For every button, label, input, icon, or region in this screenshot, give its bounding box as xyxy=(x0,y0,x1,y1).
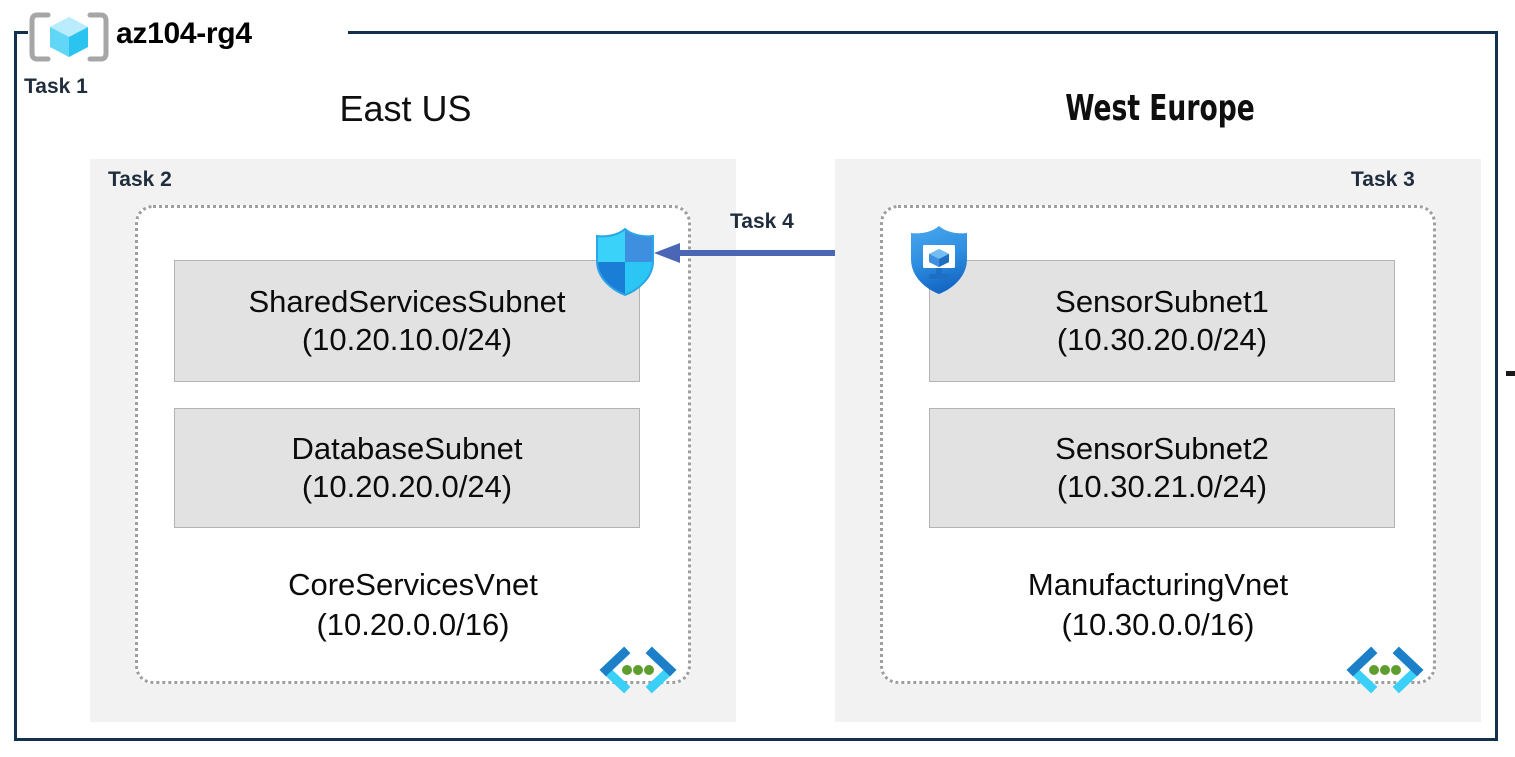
subnet-cidr: (10.20.10.0/24) xyxy=(301,322,513,357)
azure-firewall-shield-icon xyxy=(594,227,656,301)
task-1-label: Task 1 xyxy=(24,75,88,98)
resource-group-cube-icon xyxy=(28,12,110,62)
vnet-name: ManufacturingVnet xyxy=(1027,567,1289,602)
subnet-cidr: (10.30.20.0/24) xyxy=(1056,322,1268,357)
resource-group-frame xyxy=(14,31,1498,741)
task-3-label: Task 3 xyxy=(1351,168,1415,191)
vnet-label-coreservicesvnet: CoreServicesVnet (10.20.0.0/16) xyxy=(135,565,691,644)
subnet-cidr: (10.30.21.0/24) xyxy=(1056,469,1268,504)
subnet-database[interactable]: DatabaseSubnet (10.20.20.0/24) xyxy=(174,408,640,528)
subnet-name: SensorSubnet2 xyxy=(1055,430,1269,466)
region-title-west-europe: West Europe xyxy=(1065,88,1255,129)
virtual-network-icon xyxy=(598,646,678,699)
task-2-label: Task 2 xyxy=(108,168,172,191)
vnet-name: CoreServicesVnet xyxy=(288,567,538,602)
subnet-name: SensorSubnet1 xyxy=(1055,283,1269,319)
vnet-label-manufacturingvnet: ManufacturingVnet (10.30.0.0/16) xyxy=(880,565,1436,644)
subnet-sensor-2[interactable]: SensorSubnet2 (10.30.21.0/24) xyxy=(929,408,1395,528)
subnet-name: DatabaseSubnet xyxy=(291,430,523,466)
azure-bastion-shield-icon xyxy=(908,224,970,301)
edge-artifact-mark xyxy=(1506,371,1515,376)
task-4-label: Task 4 xyxy=(730,210,794,233)
resource-group-title: az104-rg4 xyxy=(116,17,252,50)
region-title-east-us: East US xyxy=(339,88,472,129)
vnet-cidr: (10.30.0.0/16) xyxy=(1061,606,1255,642)
subnet-shared-services[interactable]: SharedServicesSubnet (10.20.10.0/24) xyxy=(174,260,640,382)
subnet-name: SharedServicesSubnet xyxy=(248,283,566,319)
vnet-cidr: (10.20.0.0/16) xyxy=(316,606,510,642)
virtual-network-icon xyxy=(1345,646,1425,699)
subnet-sensor-1[interactable]: SensorSubnet1 (10.30.20.0/24) xyxy=(929,260,1395,382)
subnet-cidr: (10.20.20.0/24) xyxy=(301,469,513,504)
